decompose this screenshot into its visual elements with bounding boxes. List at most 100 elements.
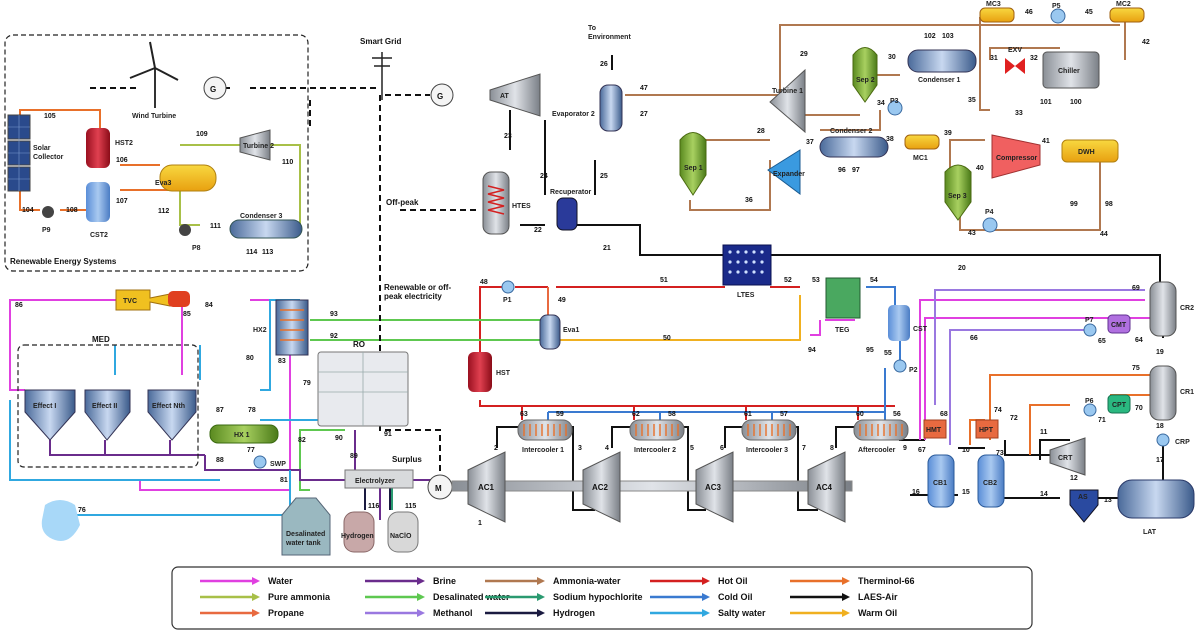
stream-number-71: 71 <box>1098 417 1106 424</box>
stream-number-95: 95 <box>866 347 874 354</box>
pipe-hot-oil <box>479 286 800 360</box>
stream-number-7: 7 <box>802 445 806 452</box>
legend-label: Ammonia-water <box>553 576 621 586</box>
stream-number-70: 70 <box>1135 405 1143 412</box>
electrolyzer <box>344 469 414 489</box>
aftercooler-label: Aftercooler <box>858 447 896 454</box>
p2-pump <box>893 359 907 373</box>
stream-number-90: 90 <box>335 435 343 442</box>
stream-number-22: 22 <box>534 227 542 234</box>
compressor <box>991 134 1041 179</box>
res-label: Renewable Energy Systems <box>10 257 117 266</box>
compressor-shaft <box>451 480 853 492</box>
stream-number-107: 107 <box>116 198 128 205</box>
legend-item: Therminol-66 <box>790 576 915 586</box>
p1-pump <box>501 280 515 294</box>
hydrogen-tank <box>343 511 375 553</box>
crp-label: CRP <box>1175 439 1190 446</box>
cst-tank <box>888 305 910 341</box>
htes-tank <box>482 171 510 235</box>
stream-number-27: 27 <box>640 111 648 118</box>
stream-number-31: 31 <box>990 55 998 62</box>
hmt-tank <box>923 419 947 439</box>
stream-number-68: 68 <box>940 411 948 418</box>
stream-number-94: 94 <box>808 347 816 354</box>
cst2-tank <box>86 182 110 222</box>
turbine2-label: Turbine 2 <box>243 143 274 150</box>
legend-label: Salty water <box>718 608 766 618</box>
p5-pump <box>1050 8 1066 24</box>
legend-arrow-icon <box>702 593 710 601</box>
pipe-h2 <box>364 488 391 510</box>
ac4 <box>807 451 846 523</box>
stream-number-92: 92 <box>330 333 338 340</box>
hpt-tank <box>975 419 999 439</box>
intercooler-1 <box>517 419 573 441</box>
stream-number-93: 93 <box>330 311 338 318</box>
stream-number-21: 21 <box>603 245 611 252</box>
legend-arrow-icon <box>417 609 425 617</box>
legend-label: Brine <box>433 576 456 586</box>
p2-label: P2 <box>909 367 918 374</box>
cr2 <box>1149 281 1177 337</box>
ac1 <box>467 451 506 523</box>
pipe-recuperator <box>509 55 613 226</box>
stream-number-26: 26 <box>600 61 608 68</box>
pipe-hot-oil-2 <box>479 400 895 420</box>
sep2 <box>852 47 878 103</box>
legend-arrow-icon <box>252 609 260 617</box>
hx1 <box>209 424 279 444</box>
intercooler-3 <box>741 419 797 441</box>
exv-label: EXV <box>1008 47 1022 54</box>
cst-label: CST <box>913 326 928 333</box>
mc2-label: MC2 <box>1116 1 1131 8</box>
stream-number-96: 96 <box>838 167 846 174</box>
p3-label: P3 <box>890 98 899 105</box>
crt-label: CRT <box>1058 455 1073 462</box>
stream-number-55: 55 <box>884 350 892 357</box>
stream-number-102: 102 <box>924 33 936 40</box>
legend-arrow-icon <box>537 577 545 585</box>
ac2 <box>582 451 621 523</box>
stream-number-84: 84 <box>205 302 213 309</box>
tvc-label: TVC <box>123 298 137 305</box>
legend-item: Methanol <box>365 608 473 618</box>
stream-number-13: 13 <box>1104 497 1112 504</box>
stream-number-57: 57 <box>780 411 788 418</box>
legend-label: LAES-Air <box>858 592 898 602</box>
renew-offpeak-label: Renewable or off-peak electricity <box>384 283 451 301</box>
stream-number-83: 83 <box>278 358 286 365</box>
legend-arrow-icon <box>842 593 850 601</box>
legend-item: Pure ammonia <box>200 592 331 602</box>
stream-number-30: 30 <box>888 54 896 61</box>
stream-number-25: 25 <box>600 173 608 180</box>
cpt-tank <box>1107 394 1131 414</box>
stream-number-104: 104 <box>22 207 34 214</box>
stream-number-52: 52 <box>784 277 792 284</box>
eva1 <box>539 314 561 350</box>
pipe-warm-oil <box>560 295 801 341</box>
sep2-label: Sep 2 <box>856 77 875 84</box>
stream-number-47: 47 <box>640 85 648 92</box>
legend-label: Desalinated water <box>433 592 510 602</box>
stream-number-51: 51 <box>660 277 668 284</box>
recuperator-label: Recuperator <box>550 189 592 196</box>
stream-number-43: 43 <box>968 230 976 237</box>
hst2-tank <box>86 128 110 168</box>
stream-number-49: 49 <box>558 297 566 304</box>
legend-label: Water <box>268 576 293 586</box>
pipe-cold-oil-2 <box>866 286 901 360</box>
ic2-label: Intercooler 2 <box>634 447 676 454</box>
recuperator <box>556 197 578 231</box>
stream-number-89: 89 <box>350 453 358 460</box>
sea-icon <box>41 500 80 541</box>
condenser2 <box>819 136 889 158</box>
stream-number-81: 81 <box>280 477 288 484</box>
pipe-cold-oil <box>547 368 886 420</box>
stream-number-114: 114 <box>246 249 257 256</box>
stream-number-100: 100 <box>1070 99 1082 106</box>
stream-number-3: 3 <box>578 445 582 452</box>
legend-label: Hot Oil <box>718 576 748 586</box>
